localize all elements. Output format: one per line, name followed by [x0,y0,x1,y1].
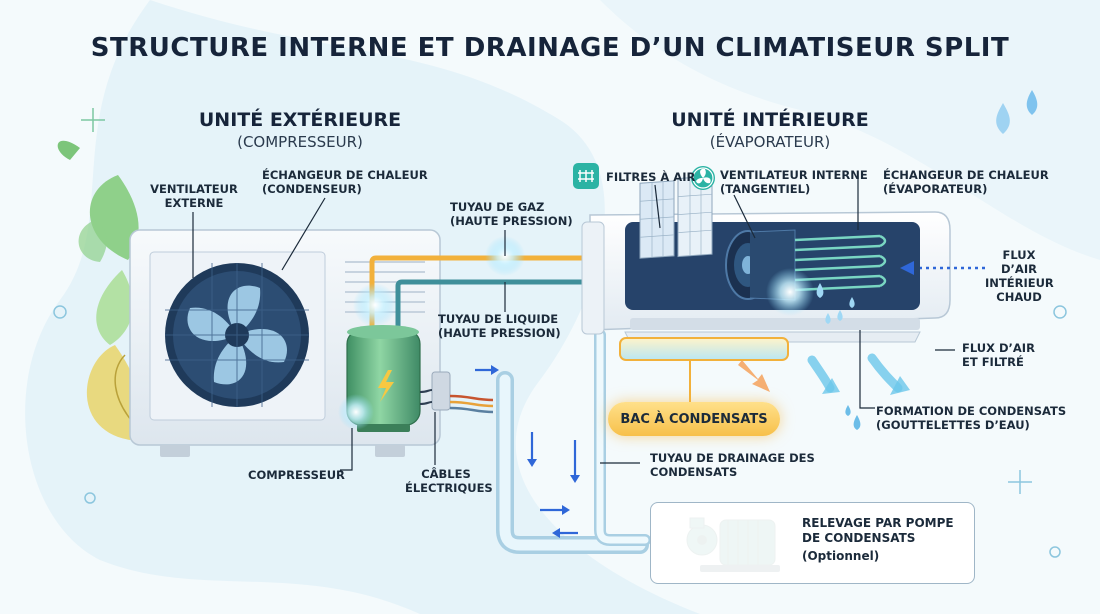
water-drop-icon [816,283,855,324]
label-tuyau-drainage: TUYAU DE DRAINAGE DES CONDENSATS [650,451,815,479]
evaporator-coil [794,234,887,292]
outdoor-unit-heading: UNITÉ EXTÉRIEURE [198,109,402,131]
label-flux-air-filtre: FLUX D’AIR ET FILTRÉ [962,341,1035,369]
water-drop-icon [996,90,1038,134]
label-ventilateur-externe: VENTILATEUR EXTERNE [150,182,238,210]
label-filtres-a-air: FILTRES À AIR [606,170,696,184]
lightning-icon [378,370,394,402]
label-tuyau-liquide: TUYAU DE LIQUIDE (HAUTE PRESSION) [438,312,561,340]
label-pompe-optionnel: (Optionnel) [802,549,880,563]
liquid-pipe [395,279,611,343]
outdoor-unit-subheading: (COMPRESSEUR) [237,133,363,151]
decor-circle [1053,305,1067,319]
leaf-icon [78,220,107,262]
condensate-tray [619,337,789,361]
label-bac-a-condensats: BAC À CONDENSATS [608,402,780,436]
indoor-unit-subheading: (ÉVAPORATEUR) [709,133,831,151]
label-relevage-pompe: RELEVAGE PAR POMPE DE CONDENSATS [802,516,954,545]
background-blob [600,0,1100,260]
label-echangeur-condenseur: ÉCHANGEUR DE CHALEUR (CONDENSEUR) [262,168,428,196]
air-filter-panel [639,175,713,259]
water-drop-icon [845,405,861,430]
drain-pipe [596,331,649,544]
outdoor-fan-icon [165,263,309,407]
label-flux-air-chaud: FLUX D’AIR INTÉRIEUR CHAUD [985,248,1054,304]
decor-circle [1049,546,1061,558]
electrical-cables [419,371,494,414]
indoor-unit-heading: UNITÉ INTÉRIEURE [671,109,869,131]
compressor-glow [338,394,374,430]
label-formation-condensats: FORMATION DE CONDENSATS (GOUTTELETTES D’… [876,404,1067,432]
label-tuyau-gaz: TUYAU DE GAZ (HAUTE PRESSION) [450,200,573,228]
pump-panel [650,502,975,584]
label-compresseur: COMPRESSEUR [248,468,345,482]
coil-glow [766,268,814,316]
label-ventilateur-interne: VENTILATEUR INTERNE (TANGENTIEL) [720,168,868,196]
airflow-arrows [738,261,985,395]
page-title: STRUCTURE INTERNE ET DRAINAGE D’UN CLIMA… [90,33,1010,63]
decor-circle [84,492,96,504]
label-cables-electriques: CÂBLES ÉLECTRIQUES [405,467,493,495]
drain-pipe [499,374,646,551]
pipe-glow [353,283,397,327]
flow-arrows [475,365,580,538]
leader-lines [192,172,955,471]
drain-pipe [594,329,651,546]
fan-icon [691,166,715,190]
sparkle-icon [81,108,105,132]
filter-icon [573,163,599,189]
gas-pipe [369,255,611,343]
sparkle-icon [1008,470,1032,494]
label-echangeur-evaporateur: ÉCHANGEUR DE CHALEUR (ÉVAPORATEUR) [883,168,1049,196]
decor-circle [53,305,67,319]
